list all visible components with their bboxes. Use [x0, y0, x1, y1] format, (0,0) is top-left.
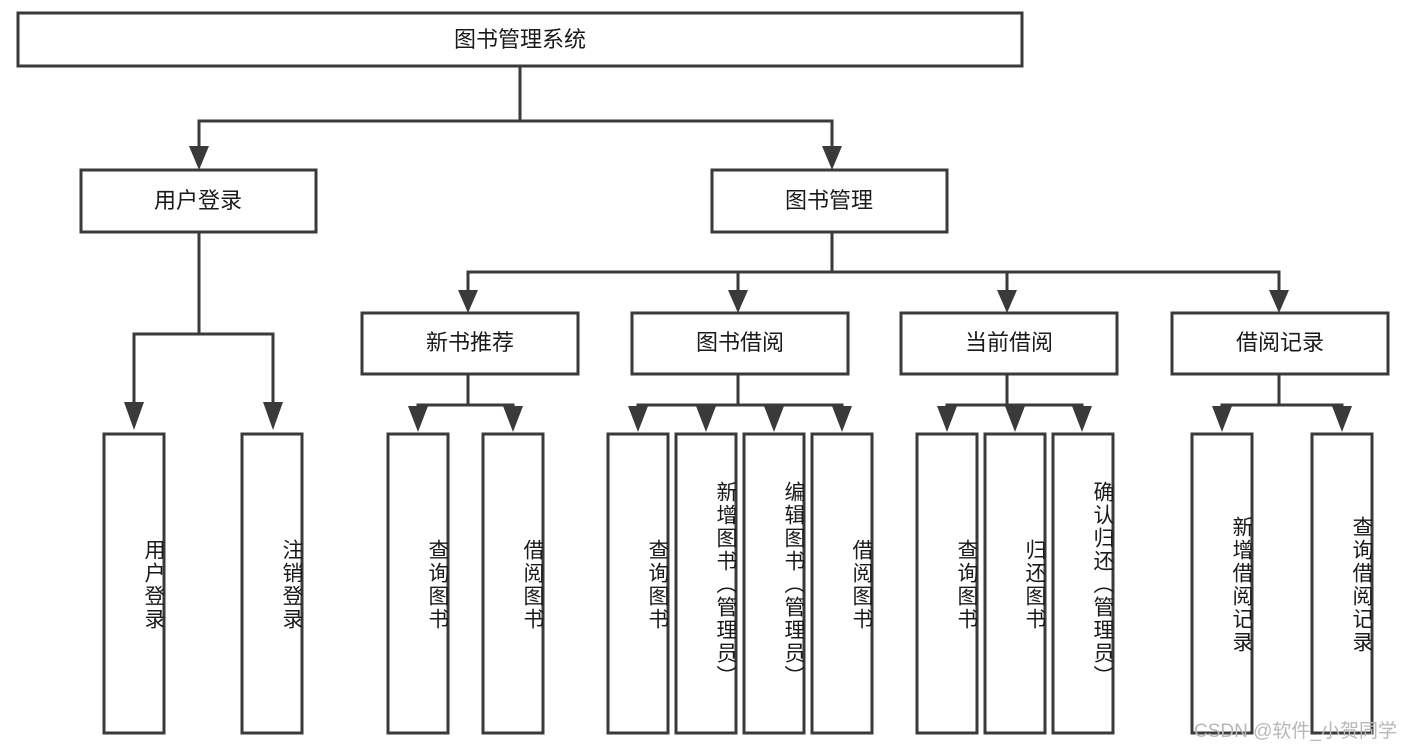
arrow-leaf-book-borrow-4	[832, 406, 852, 432]
connectors-user-login-to-leaves	[124, 230, 283, 430]
connectors-new-book-to-leaves	[408, 372, 523, 432]
leaf-new-book-1-box[interactable]	[386, 432, 450, 735]
arrow-leaf-book-borrow-3	[764, 406, 784, 432]
node-new-book-recommend-box[interactable]	[360, 311, 580, 376]
arrow-leaf-user-login-2	[263, 402, 283, 430]
leaf-current-borrow-1-box[interactable]	[915, 432, 979, 735]
node-user-login-box[interactable]	[79, 168, 318, 234]
leaf-borrow-record-2-box[interactable]	[1310, 432, 1374, 735]
leaf-user-login-1-box[interactable]	[102, 432, 166, 735]
node-borrow-record[interactable]: 借阅记录	[1170, 311, 1390, 376]
leaf-boxes-user-login	[102, 432, 304, 735]
connectors-current-borrow-to-leaves	[937, 372, 1092, 432]
node-book-borrow-box[interactable]	[630, 311, 850, 376]
arrow-leaf-borrow-record-1	[1212, 406, 1232, 432]
arrow-borrow-record	[1269, 290, 1289, 313]
arrow-leaf-new-book-2	[503, 406, 523, 432]
node-book-management-box[interactable]	[710, 168, 949, 234]
leaf-current-borrow-3-box[interactable]	[1051, 432, 1115, 735]
node-new-book-recommend-label: 新书推荐	[426, 330, 514, 355]
node-book-management[interactable]: 图书管理	[710, 168, 949, 234]
leaf-boxes-book-borrow	[606, 432, 874, 735]
node-book-borrow[interactable]: 图书借阅	[630, 311, 850, 376]
arrow-current-borrow	[997, 290, 1017, 313]
arrow-leaf-user-login-1	[124, 402, 144, 430]
connectors-borrow-record-to-leaves	[1212, 372, 1352, 432]
node-borrow-record-label: 借阅记录	[1236, 330, 1324, 355]
node-book-management-label: 图书管理	[785, 188, 873, 213]
arrow-new-book	[458, 290, 478, 313]
node-root-box[interactable]	[16, 11, 1024, 68]
leaf-new-book-2-box[interactable]	[481, 432, 545, 735]
leaf-boxes-current-borrow	[915, 432, 1115, 735]
node-current-borrow[interactable]: 当前借阅	[899, 311, 1119, 376]
arrow-leaf-current-borrow-2	[1005, 406, 1025, 432]
leaf-user-login-2-box[interactable]	[240, 432, 304, 735]
leaf-current-borrow-2-box[interactable]	[983, 432, 1047, 735]
leaf-book-borrow-4-box[interactable]	[810, 432, 874, 735]
arrow-user-login	[189, 146, 209, 170]
arrow-leaf-new-book-1	[408, 406, 428, 432]
arrow-book-mgmt	[822, 146, 842, 170]
node-borrow-record-box[interactable]	[1170, 311, 1390, 376]
leaf-borrow-record-1-box[interactable]	[1190, 432, 1254, 735]
leaf-boxes-borrow-record	[1190, 432, 1374, 735]
arrow-leaf-current-borrow-3	[1072, 406, 1092, 432]
node-current-borrow-label: 当前借阅	[965, 330, 1053, 355]
leaf-boxes-new-book	[386, 432, 545, 735]
node-current-borrow-box[interactable]	[899, 311, 1119, 376]
node-user-login-label: 用户登录	[154, 188, 242, 213]
node-root[interactable]: 图书管理系统	[16, 11, 1024, 68]
leaf-book-borrow-2-box[interactable]	[674, 432, 738, 735]
node-new-book-recommend[interactable]: 新书推荐	[360, 311, 580, 376]
connectors-book-borrow-to-leaves	[628, 372, 852, 432]
connectors-book-mgmt-to-level3	[458, 230, 1289, 313]
node-book-borrow-label: 图书借阅	[696, 330, 784, 355]
arrow-leaf-current-borrow-1	[937, 406, 957, 432]
arrow-book-borrow	[728, 290, 748, 313]
node-root-label: 图书管理系统	[454, 27, 586, 52]
arrow-leaf-borrow-record-2	[1332, 406, 1352, 432]
connectors-root-to-level2	[189, 64, 842, 170]
node-user-login[interactable]: 用户登录	[79, 168, 318, 234]
leaf-book-borrow-1-box[interactable]	[606, 432, 670, 735]
arrow-leaf-book-borrow-1	[628, 406, 648, 432]
arrow-leaf-book-borrow-2	[696, 406, 716, 432]
leaf-book-borrow-3-box[interactable]	[742, 432, 806, 735]
